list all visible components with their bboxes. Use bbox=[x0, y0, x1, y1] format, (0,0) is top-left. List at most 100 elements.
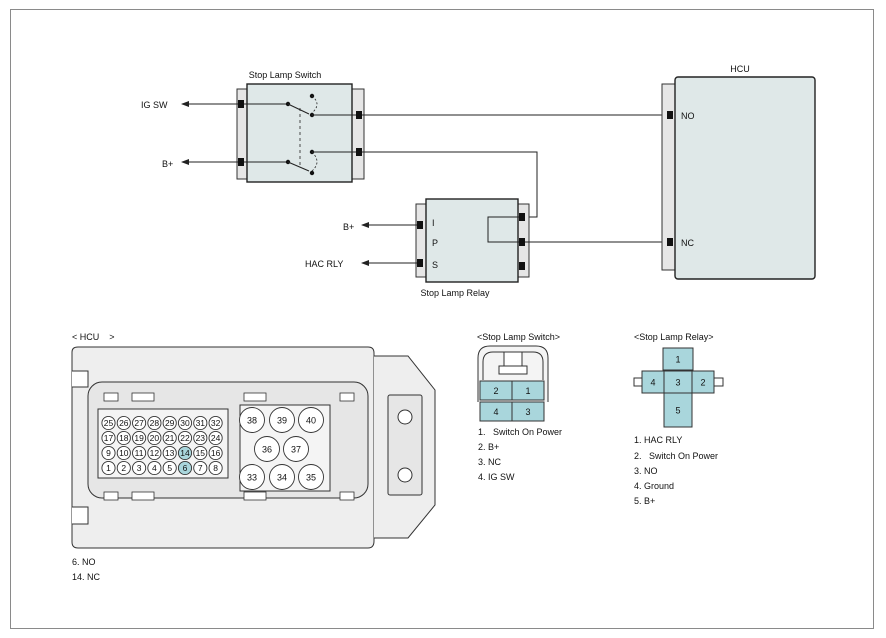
hcu-symbol: HCU NO NC bbox=[661, 64, 816, 280]
relay-pin-label: 5 bbox=[675, 406, 680, 416]
hcu-pin bbox=[101, 460, 116, 476]
hcu-pin-label: 27 bbox=[134, 418, 144, 428]
hcu-pin-nc: NC bbox=[681, 238, 694, 248]
hcu-pin bbox=[162, 430, 177, 446]
hcu-pin-label: 8 bbox=[213, 463, 218, 473]
relay-pin-i: I bbox=[432, 218, 435, 228]
switch-legend-1: 1. Switch On Power bbox=[478, 427, 562, 437]
hcu-pin-no: NO bbox=[681, 111, 695, 121]
hcu-pin-label: 3 bbox=[137, 463, 142, 473]
hcu-big-pin bbox=[239, 464, 265, 490]
relay-pin-p: P bbox=[432, 238, 438, 248]
relay-legend-3: 3. NO bbox=[634, 466, 658, 476]
hcu-big-pin-label: 36 bbox=[262, 445, 272, 455]
relay-pin bbox=[691, 370, 715, 394]
hcu-big-pin-label: 39 bbox=[277, 416, 287, 426]
switch-pin-label: 4 bbox=[493, 407, 498, 417]
hcu-pin-label: 10 bbox=[119, 448, 129, 458]
hcu-pin-label: 1 bbox=[106, 463, 111, 473]
relay-pin bbox=[662, 347, 694, 371]
hcu-big-pin bbox=[269, 464, 295, 490]
switch-pin-label: 2 bbox=[493, 386, 498, 396]
hcu-pin bbox=[116, 415, 131, 431]
hcu-pin bbox=[208, 445, 223, 461]
hcu-pin-label: 7 bbox=[198, 463, 203, 473]
hcu-pin bbox=[132, 430, 147, 446]
hcu-big-pin bbox=[298, 464, 324, 490]
hcu-pin bbox=[116, 430, 131, 446]
relay-legend: 1. HAC RLY 2. Switch On Power 3. NO 4. G… bbox=[634, 435, 718, 506]
hcu-pin bbox=[208, 430, 223, 446]
hac-rly-label: HAC RLY bbox=[305, 259, 343, 269]
b-plus-label-2: B+ bbox=[343, 222, 354, 232]
diagram-frame bbox=[10, 9, 874, 629]
relay-connector-title: <Stop Lamp Relay> bbox=[634, 332, 714, 342]
hcu-pin bbox=[132, 415, 147, 431]
hcu-pin-label: 31 bbox=[196, 418, 206, 428]
hcu-pin bbox=[116, 445, 131, 461]
hcu-pin bbox=[147, 460, 162, 476]
switch-pin bbox=[511, 380, 545, 401]
hcu-big-pin-label: 35 bbox=[306, 473, 316, 483]
hcu-pin-label: 23 bbox=[196, 433, 206, 443]
switch-legend: 1. Switch On Power 2. B+ 3. NC 4. IG SW bbox=[478, 427, 562, 482]
hcu-title: HCU bbox=[730, 64, 750, 74]
hcu-pin-label: 21 bbox=[165, 433, 175, 443]
stop-lamp-switch-title: Stop Lamp Switch bbox=[249, 70, 322, 80]
switch-pin-label: 1 bbox=[525, 386, 530, 396]
relay-pin-label: 4 bbox=[650, 378, 655, 388]
ig-sw-label: IG SW bbox=[141, 100, 168, 110]
hcu-pin bbox=[162, 460, 177, 476]
hcu-pin bbox=[208, 460, 223, 476]
switch-legend-3: 3. NC bbox=[478, 457, 502, 467]
switch-pin-label: 3 bbox=[525, 407, 530, 417]
hcu-pin-label: 14 bbox=[180, 448, 190, 458]
hcu-pin-label: 30 bbox=[180, 418, 190, 428]
hcu-pin-label: 29 bbox=[165, 418, 175, 428]
hcu-pin bbox=[177, 460, 193, 476]
hcu-pin-label: 12 bbox=[150, 448, 160, 458]
relay-legend-4: 4. Ground bbox=[634, 481, 674, 491]
switch-legend-4: 4. IG SW bbox=[478, 472, 515, 482]
hcu-pin-label: 24 bbox=[211, 433, 221, 443]
relay-pin-s: S bbox=[432, 260, 438, 270]
hcu-big-pin-label: 40 bbox=[306, 416, 316, 426]
hcu-legend-2: 14. NC bbox=[72, 572, 101, 582]
hcu-pin bbox=[193, 460, 208, 476]
switch-connector-title: <Stop Lamp Switch> bbox=[477, 332, 560, 342]
hcu-pin bbox=[101, 415, 116, 431]
switch-legend-2: 2. B+ bbox=[478, 442, 499, 452]
hcu-pin bbox=[147, 415, 162, 431]
hcu-pin bbox=[116, 460, 131, 476]
hcu-pin-label: 17 bbox=[104, 433, 114, 443]
hcu-pin-label: 22 bbox=[180, 433, 190, 443]
hcu-pin-label: 2 bbox=[121, 463, 126, 473]
hcu-pin-label: 32 bbox=[211, 418, 221, 428]
hcu-pin-label: 19 bbox=[134, 433, 144, 443]
hcu-big-pin bbox=[254, 436, 280, 462]
hcu-pin bbox=[193, 415, 208, 431]
hcu-pin bbox=[177, 415, 193, 431]
hcu-pin bbox=[208, 415, 223, 431]
hcu-big-pin bbox=[269, 407, 295, 433]
hcu-pin-label: 25 bbox=[104, 418, 114, 428]
hcu-legend-1: 6. NO bbox=[72, 557, 96, 567]
relay-legend-2: 2. Switch On Power bbox=[634, 451, 718, 461]
hcu-pin-label: 26 bbox=[119, 418, 129, 428]
hcu-pin bbox=[162, 415, 177, 431]
stop-lamp-relay-title: Stop Lamp Relay bbox=[420, 288, 490, 298]
hcu-big-pin-label: 37 bbox=[291, 445, 301, 455]
relay-legend-1: 1. HAC RLY bbox=[634, 435, 682, 445]
hcu-pin-label: 6 bbox=[183, 463, 188, 473]
relay-pin-label: 2 bbox=[700, 378, 705, 388]
hcu-big-pin bbox=[283, 436, 309, 462]
hcu-big-pin bbox=[239, 407, 265, 433]
hcu-pin-label: 4 bbox=[152, 463, 157, 473]
switch-pin bbox=[511, 401, 545, 422]
relay-pin-label: 1 bbox=[675, 355, 680, 365]
stop-lamp-relay-symbol: Stop Lamp Relay I P S bbox=[415, 198, 530, 298]
